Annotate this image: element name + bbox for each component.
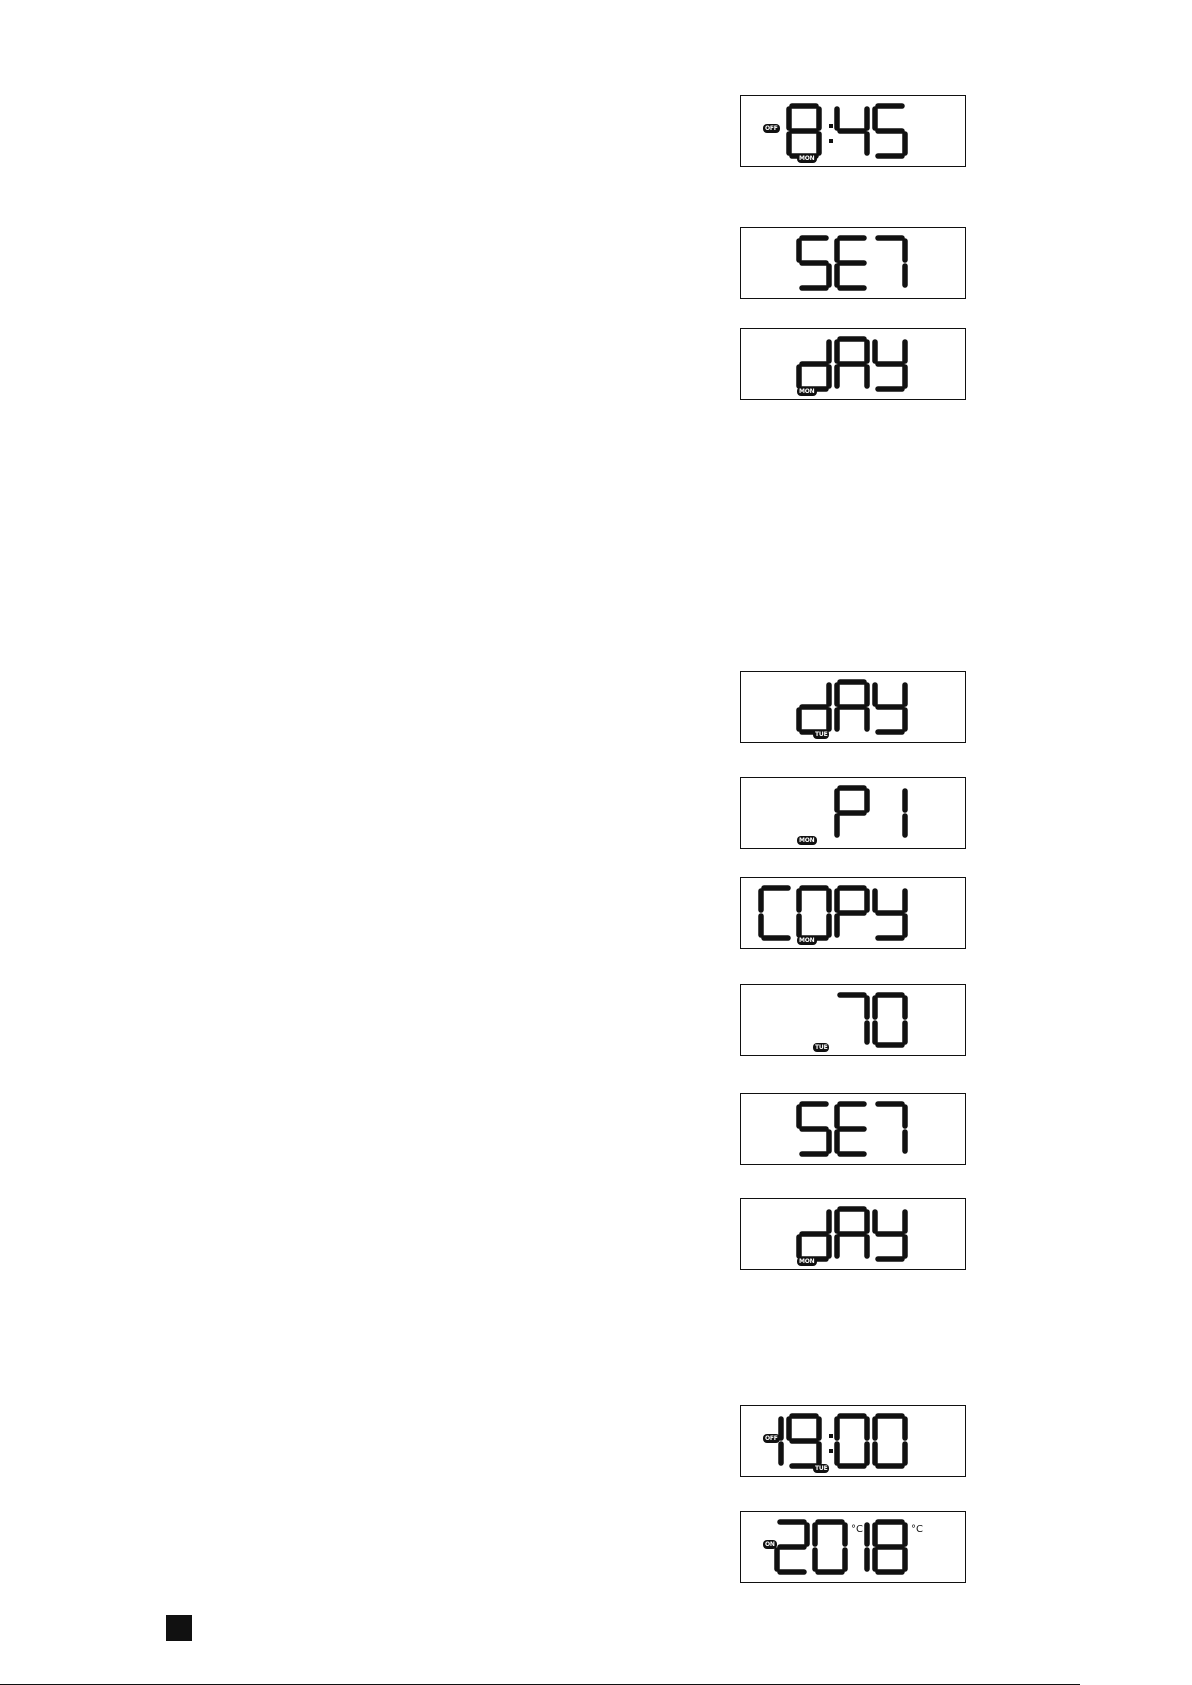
lcd-digits xyxy=(741,985,967,1057)
lcd-digits xyxy=(741,1199,967,1271)
lcd-digits xyxy=(741,329,967,401)
mode-badge-off: OFF xyxy=(763,1434,780,1443)
value-2-char-1 xyxy=(875,1522,905,1572)
value-char-1 xyxy=(837,682,867,729)
value-char-1 xyxy=(837,339,867,386)
value-char-0 xyxy=(799,685,829,732)
value-char-0 xyxy=(840,995,867,1042)
day-badge-mon: MON xyxy=(797,1257,817,1266)
colon-dot xyxy=(829,1434,833,1438)
value-1-char-0 xyxy=(777,1522,807,1572)
lcd-digits xyxy=(741,228,967,300)
lcd-digits xyxy=(741,878,967,950)
lcd-digits xyxy=(741,778,967,850)
value-char-0 xyxy=(837,788,867,835)
value-char-2 xyxy=(875,685,905,732)
mode-badge-on: ON xyxy=(763,1540,777,1549)
value-char-1 xyxy=(837,238,864,288)
value-char-0 xyxy=(799,342,829,389)
value-char-1 xyxy=(837,1209,867,1256)
page-marker xyxy=(166,1615,192,1641)
value-char-0 xyxy=(799,238,829,288)
value-char-3 xyxy=(837,1416,867,1466)
value-char-2 xyxy=(875,1212,905,1259)
value-char-2 xyxy=(837,888,867,935)
lcd-display-6: MON xyxy=(740,877,966,949)
lcd-display-1: OFF MON xyxy=(740,95,966,167)
value-char-1 xyxy=(875,995,905,1045)
value-char-2 xyxy=(878,1104,905,1151)
unit-1: °C xyxy=(851,1524,863,1535)
value-char-3 xyxy=(875,891,905,938)
value-char-2 xyxy=(837,109,867,153)
lcd-display-4: TUE xyxy=(740,671,966,743)
value-char-0 xyxy=(761,888,788,938)
lcd-display-7: TUE xyxy=(740,984,966,1056)
day-badge-tue: TUE xyxy=(813,1464,829,1473)
day-badge-mon: MON xyxy=(797,836,817,845)
value-char-1 xyxy=(837,1104,864,1154)
lcd-display-9: MON xyxy=(740,1198,966,1270)
value-char-2 xyxy=(878,238,905,285)
value-char-2 xyxy=(875,342,905,389)
lcd-display-8 xyxy=(740,1093,966,1165)
mode-badge-off: OFF xyxy=(763,124,780,133)
colon-dot xyxy=(829,1449,833,1453)
lcd-display-10: OFF TUE xyxy=(740,1405,966,1477)
lcd-display-11: °C °C ON xyxy=(740,1511,966,1583)
value-char-0 xyxy=(799,1104,829,1154)
value-char-1 xyxy=(799,888,829,938)
value-char-0 xyxy=(799,1212,829,1259)
value-char-4 xyxy=(875,1416,905,1466)
day-badge-mon: MON xyxy=(797,154,817,163)
day-badge-mon: MON xyxy=(797,936,817,945)
lcd-display-3: MON xyxy=(740,328,966,400)
value-char-1 xyxy=(789,1416,819,1466)
lcd-display-5: MON xyxy=(740,777,966,849)
lcd-digits xyxy=(741,1094,967,1166)
day-badge-mon: MON xyxy=(797,387,817,396)
day-badge-tue: TUE xyxy=(813,730,829,739)
value-char-0 xyxy=(789,106,819,156)
value-1-char-1 xyxy=(815,1522,845,1572)
value-char-3 xyxy=(875,106,905,156)
colon-dot xyxy=(829,139,833,143)
lcd-display-2 xyxy=(740,227,966,299)
lcd-digits xyxy=(741,672,967,744)
unit-2: °C xyxy=(911,1524,923,1535)
colon-dot xyxy=(829,124,833,128)
day-badge-tue: TUE xyxy=(813,1043,829,1052)
